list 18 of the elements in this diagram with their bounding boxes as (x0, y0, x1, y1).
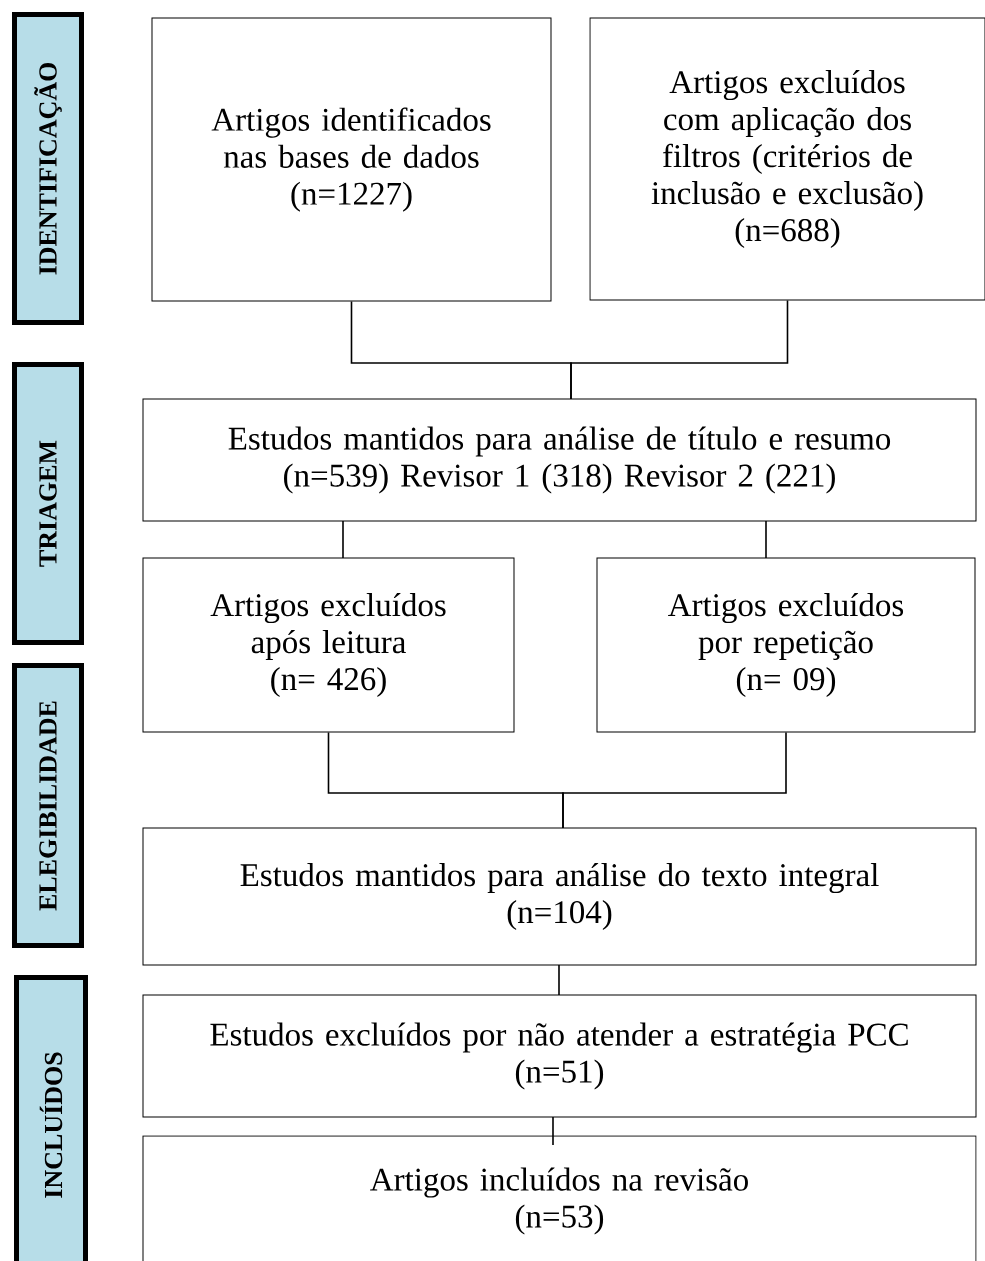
connector-line (562, 731, 787, 829)
stage-band: ELEGIBILIDADE (12, 663, 84, 948)
connector-line (570, 299, 789, 400)
connector-line (558, 964, 560, 996)
connector-line (765, 520, 767, 559)
connector-line (342, 520, 344, 559)
process-box: Artigos identificados nas bases de dados (n=1227) (151, 17, 552, 302)
process-box: Artigos excluídos por repetição (n= 09) (596, 557, 976, 733)
process-box: Estudos excluídos por não atender a estratégia PCC (n=51) (142, 994, 977, 1118)
stage-band: INCLUÍDOS (14, 975, 88, 1261)
process-box: Artigos excluídos após leitura (n= 426) (142, 557, 515, 733)
stage-band: IDENTIFICAÇÃO (12, 12, 84, 325)
stage-band: TRIAGEM (12, 362, 84, 645)
process-box: Estudos mantidos para análise do texto integral (n=104) (142, 827, 977, 966)
process-box: Artigos excluídos com aplicação dos filtros (critérios de inclusão e exclusão) (n=688) (589, 17, 985, 301)
connector-line (552, 1116, 554, 1146)
process-box: Estudos mantidos para análise de título e resumo (n=539) Revisor 1 (318) Revisor 2 (221) (142, 398, 977, 522)
process-box: Artigos incluídos na revisão (n=53) (142, 1135, 977, 1261)
